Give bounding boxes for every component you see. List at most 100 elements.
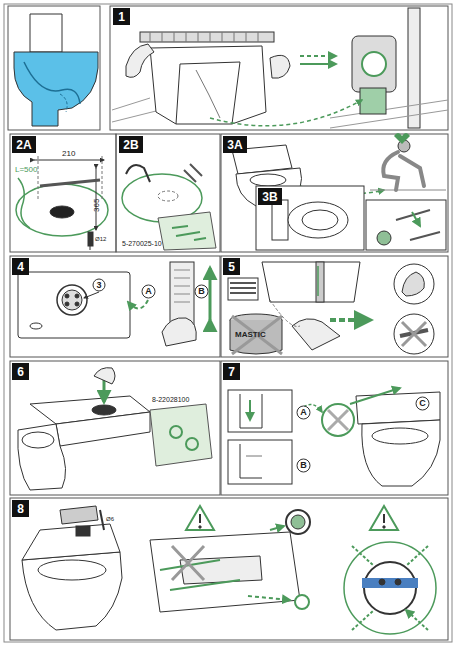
- flush-button-fitting: [22, 506, 436, 634]
- cistern-valve-adjustment-part: [18, 272, 130, 338]
- panel-frame-part: [110, 6, 448, 130]
- toilet-back-mounting-part: [270, 55, 290, 78]
- step-number: 2A: [16, 139, 31, 151]
- cistern-seal-check-part: [362, 420, 440, 486]
- cistern-on-bowl-part: [150, 404, 212, 466]
- flush-button-fitting-part: [352, 546, 428, 630]
- floor-fixing-plan-part: [50, 206, 74, 218]
- step-number-box: 6: [12, 363, 29, 380]
- flush-button-fitting-part: [379, 579, 385, 585]
- flush-button-fitting-part: [22, 524, 120, 560]
- toilet-back-mounting-part: [300, 63, 336, 65]
- step-number-box: 2A: [12, 136, 36, 153]
- panel-frame-part: [8, 6, 100, 130]
- fixing-kit-part: [172, 226, 206, 240]
- toilet-back-mounting-part: [112, 98, 150, 110]
- step-number-box: 3B: [258, 188, 282, 205]
- step-number: 8: [17, 503, 24, 515]
- callout-letter: C: [419, 399, 426, 408]
- flush-button-fitting-part: [22, 552, 122, 630]
- dimension-label: 8-22028100: [152, 396, 189, 403]
- callout-circle-ring: [297, 406, 310, 419]
- callout-circle: A: [141, 284, 156, 299]
- flush-button-fitting-part: [100, 510, 104, 530]
- callout-letter: 3: [96, 281, 101, 290]
- cistern-seal-check-part: [372, 428, 428, 444]
- toilet-connection-part: [370, 190, 446, 191]
- cistern-fixing-part: [402, 322, 426, 346]
- flush-button-fitting-part: [383, 526, 385, 528]
- flush-button-fitting-part: [395, 579, 401, 585]
- cistern-valve-adjustment-part: [174, 270, 190, 302]
- fixing-kit-part: [126, 165, 150, 182]
- cistern-valve-adjustment-part: [84, 292, 99, 298]
- callout-circle-ring: [297, 459, 310, 472]
- callout-circle: A: [296, 405, 311, 420]
- panel-frame-part: [221, 361, 448, 495]
- cistern-fixing-part: [292, 319, 340, 350]
- flush-button-fitting-part: [291, 515, 305, 529]
- cistern-on-bowl-part: [56, 412, 150, 446]
- cistern-on-bowl-part: [94, 368, 115, 384]
- callout-circle: B: [194, 284, 209, 299]
- cistern-fixing-part: [394, 264, 434, 304]
- cistern-seal-check-part: [246, 456, 262, 457]
- cistern-valve-adjustment-part: [30, 323, 42, 329]
- step-number: 4: [17, 261, 24, 273]
- cistern-seal-check-part: [228, 390, 292, 432]
- panel-frame-part: [10, 256, 220, 357]
- dimension-label: L=500: [15, 166, 37, 174]
- toilet-back-mounting-part: [196, 70, 220, 118]
- callout-circle: B: [296, 458, 311, 473]
- cistern-fixing-part: [316, 262, 324, 302]
- toilet-back-mounting-part: [140, 32, 274, 42]
- toilet-back-mounting-part: [360, 88, 386, 114]
- dimension-label: 365: [93, 199, 101, 212]
- fixing-kit-part: [158, 212, 216, 250]
- toilet-back-mounting-part: [408, 8, 420, 128]
- cistern-fixing-part: [230, 283, 256, 293]
- flush-button-fitting-part: [38, 560, 106, 580]
- cistern-fixing-part: [232, 316, 282, 354]
- toilet-connection: [232, 133, 446, 250]
- floor-fixing-plan-part: [40, 180, 100, 186]
- toilet-back-mounting-part: [150, 46, 266, 124]
- cistern-valve-adjustment-part: [162, 318, 196, 346]
- cistern-seal-check-part: [240, 394, 262, 428]
- panel-frame-part: [116, 134, 220, 252]
- flush-button-fitting-part: [370, 506, 398, 530]
- flush-button-fitting-part: [383, 514, 385, 523]
- toilet-back-mounting-part: [330, 100, 448, 128]
- flush-button-fitting-part: [150, 532, 300, 612]
- cistern-fixing-part: [394, 314, 434, 354]
- step-number-box: 1: [113, 8, 130, 25]
- toilet-connection-part: [412, 212, 420, 226]
- cistern-fixing-part: [402, 272, 424, 296]
- floor-fixing-plan-part: [90, 246, 91, 250]
- toilet-connection-part: [383, 152, 424, 190]
- cistern-on-bowl-part: [186, 438, 198, 450]
- flush-button-fitting-part: [286, 510, 310, 534]
- step-number: 3B: [262, 191, 277, 203]
- dimension-label: 210: [62, 150, 75, 158]
- toilet-side-view-part: [14, 52, 98, 126]
- toilet-back-mounting-part: [300, 55, 336, 57]
- toilet-connection-part: [302, 210, 338, 230]
- cistern-on-bowl-part: [170, 426, 182, 438]
- toilet-back-mounting-part: [362, 52, 386, 76]
- panel-frame-part: [10, 361, 220, 495]
- toilet-back-mounting-part: [176, 62, 240, 124]
- callout-letter: A: [300, 408, 307, 417]
- flush-button-fitting-part: [362, 578, 418, 588]
- flush-button-fitting-part: [199, 526, 201, 528]
- cistern-seal-check-part: [328, 410, 348, 430]
- toilet-back-mounting-part: [352, 36, 396, 92]
- toilet-connection-part: [256, 186, 364, 250]
- cistern-valve-adjustment-part: [62, 290, 82, 310]
- toilet-side-view-part: [30, 14, 62, 52]
- cistern-fixing-part: [270, 300, 300, 326]
- flush-button-fitting-part: [199, 514, 201, 523]
- cistern-fixing-part: [330, 318, 370, 322]
